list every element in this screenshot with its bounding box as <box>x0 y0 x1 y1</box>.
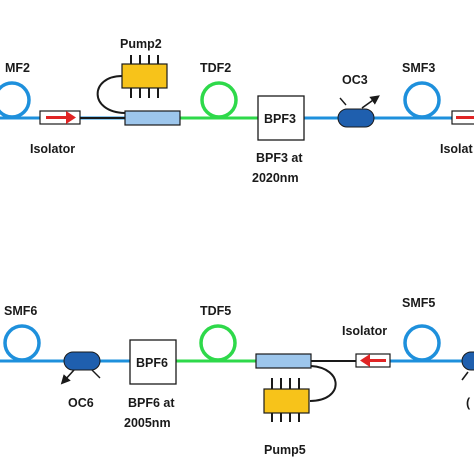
bpf3-box <box>257 95 305 141</box>
smf5-label: SMF5 <box>402 296 435 310</box>
bpf3-box-label: BPF3 <box>264 112 296 126</box>
oc-bottom-right-arrow-icon <box>461 371 469 381</box>
oc6-coupler-icon <box>63 351 101 371</box>
oc3-output-arrow-icon <box>361 95 380 109</box>
pump2-feed-fiber <box>96 75 126 114</box>
bpf6-caption-line2: 2005nm <box>124 416 171 430</box>
bpf6-box <box>129 339 177 385</box>
bpf3-caption-line1: BPF3 at <box>256 151 303 165</box>
isolator-bottom-label: Isolator <box>342 324 387 338</box>
tdf5-label: TDF5 <box>200 304 231 318</box>
oc-bottom-right-label: ( <box>466 396 471 410</box>
bpf6-box-label: BPF6 <box>136 356 168 370</box>
wdm-bottom <box>255 353 312 369</box>
smf6-coil-icon <box>3 324 41 362</box>
smf3-coil-icon <box>403 81 441 119</box>
pump5-feed-fiber <box>309 365 337 402</box>
oc-bottom-right-partial-icon <box>461 351 474 371</box>
oc3-label: OC3 <box>342 73 368 87</box>
isolator-top-arrowhead-icon <box>66 111 76 124</box>
pump5-icon <box>263 378 310 422</box>
isolator-bottom-arrowhead-icon <box>360 354 370 367</box>
smf2-label: MF2 <box>5 61 30 75</box>
tdf2-label: TDF2 <box>200 61 231 75</box>
isolator-top-right-label: Isolat <box>440 142 473 156</box>
smf3-label: SMF3 <box>402 61 435 75</box>
tdf2-coil-icon <box>200 81 238 119</box>
tdf5-coil-icon <box>199 324 237 362</box>
bpf3-caption-line2: 2020nm <box>252 171 299 185</box>
bpf6-caption-line1: BPF6 at <box>128 396 175 410</box>
smf6-label: SMF6 <box>4 304 37 318</box>
oc6-output-arrow-icon <box>60 369 75 385</box>
smf2-coil-icon <box>0 81 31 119</box>
isolator-top-label: Isolator <box>30 142 75 156</box>
oc3-coupler-icon <box>337 108 375 128</box>
oc6-label: OC6 <box>68 396 94 410</box>
pump5-label: Pump5 <box>264 443 306 457</box>
pump2-label: Pump2 <box>120 37 162 51</box>
oc3-lead-left <box>339 97 347 106</box>
smf5-coil-icon <box>403 324 441 362</box>
oc6-lead-right <box>91 369 101 379</box>
pump2-icon <box>121 55 168 98</box>
wdm-top <box>124 110 181 126</box>
